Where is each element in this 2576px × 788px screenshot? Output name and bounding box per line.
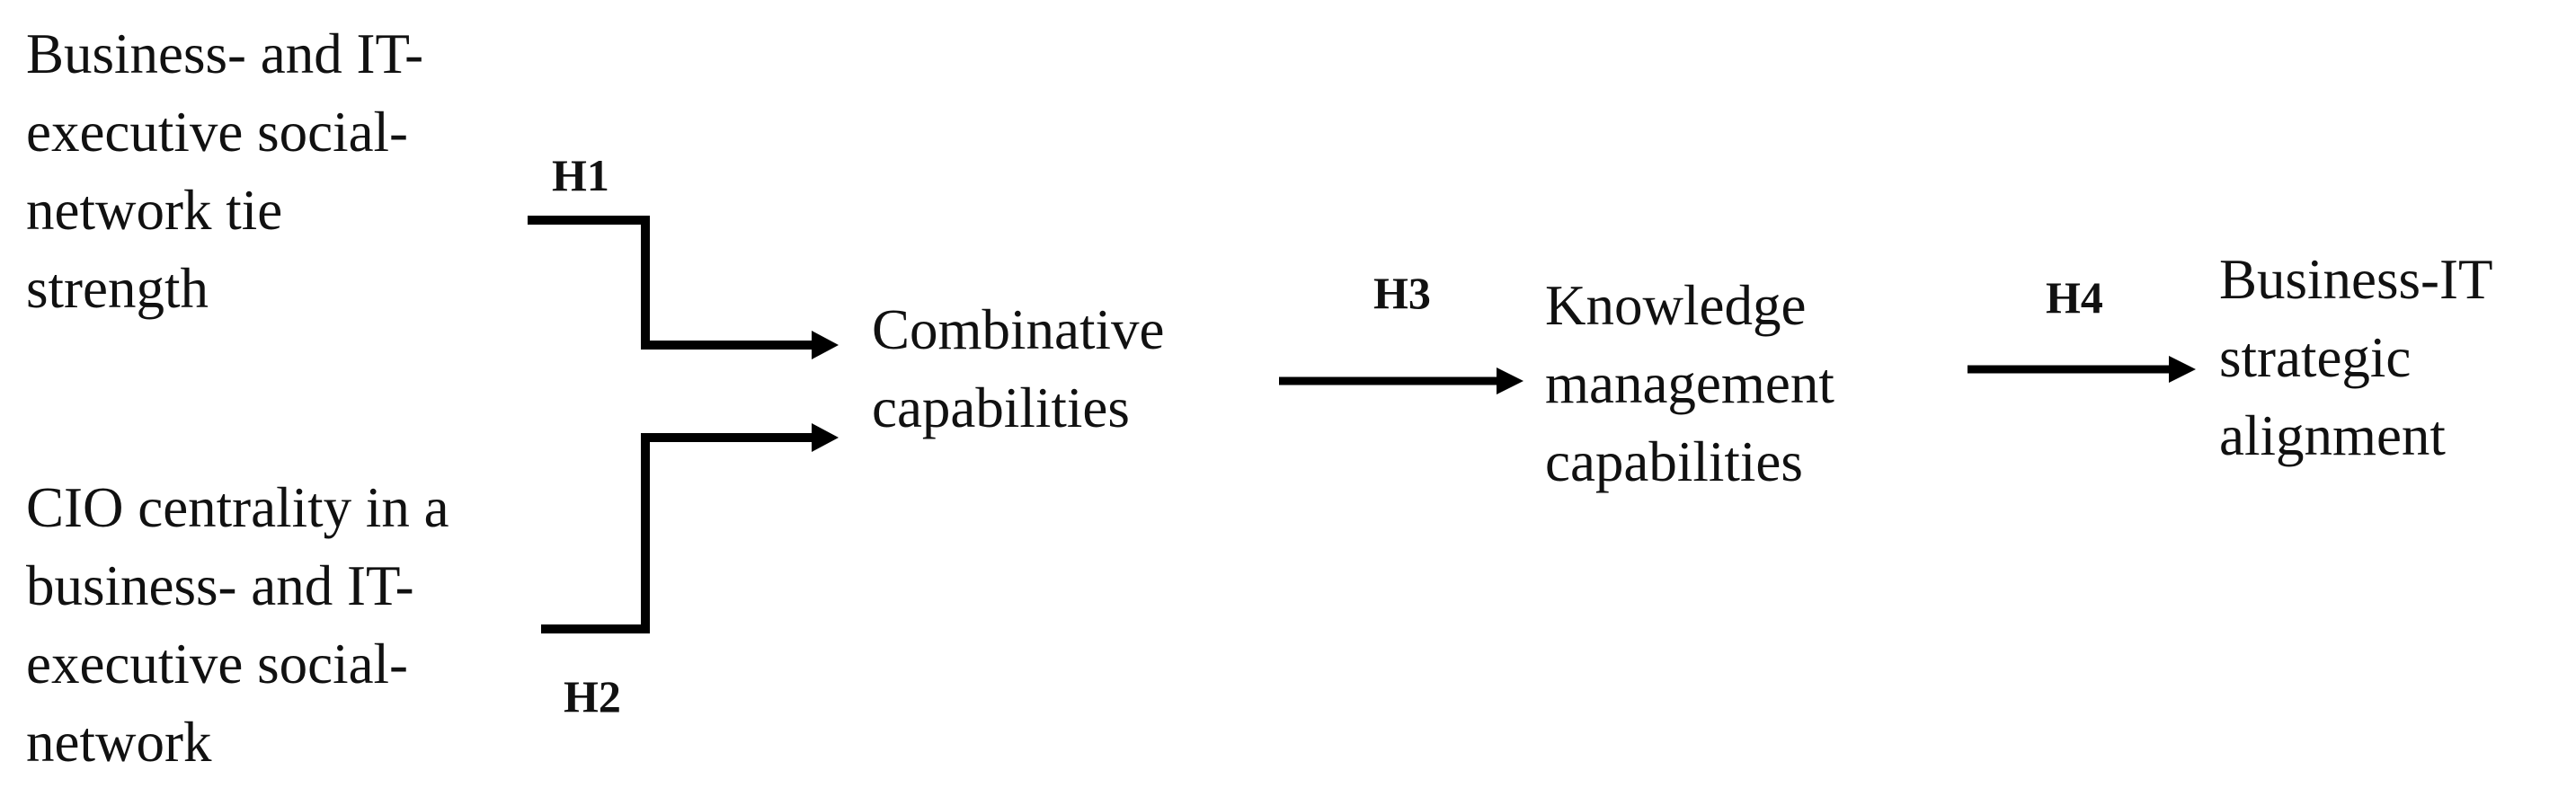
- node-text-line: strength: [26, 257, 209, 320]
- node-text-line: capabilities: [872, 376, 1130, 439]
- arrowhead-icon: [812, 331, 839, 359]
- node-text-line: executive social-: [26, 633, 409, 695]
- arrow-h3: [1279, 367, 1523, 394]
- arrow-h2: [541, 423, 839, 633]
- node-text-line: management: [1545, 352, 1834, 415]
- node-combinative-capabilities: Combinative capabilities: [872, 291, 1164, 447]
- hypothesis-label-h1: H1: [552, 150, 609, 200]
- node-knowledge-management-capabilities: Knowledge management capabilities: [1545, 267, 1834, 501]
- arrowhead-icon: [812, 423, 839, 452]
- arrowhead-icon: [1497, 367, 1523, 394]
- hypothesis-label-h4: H4: [2046, 272, 2103, 323]
- node-text-line: business- and IT-: [26, 554, 414, 617]
- node-tie-strength: Business- and IT- executive social- netw…: [26, 15, 423, 328]
- arrow-h4: [1968, 356, 2196, 383]
- node-cio-centrality: CIO centrality in a business- and IT- ex…: [26, 469, 449, 782]
- node-business-it-strategic-alignment: Business-IT strategic alignment: [2219, 241, 2492, 475]
- node-text-line: capabilities: [1545, 430, 1803, 493]
- hypothesis-label-h3: H3: [1373, 268, 1431, 318]
- node-text-line: network tie: [26, 179, 283, 242]
- arrow-h1: [528, 216, 839, 359]
- node-text-line: Business- and IT-: [26, 22, 424, 85]
- hypothesis-label-h2: H2: [564, 671, 621, 722]
- node-text-line: alignment: [2219, 404, 2446, 467]
- node-text-line: network: [26, 711, 212, 774]
- arrowhead-icon: [2169, 356, 2196, 383]
- node-text-line: CIO centrality in a: [26, 476, 449, 539]
- node-text-line: strategic: [2219, 326, 2412, 389]
- node-text-line: Combinative: [872, 298, 1165, 361]
- node-text-line: Business-IT: [2219, 248, 2493, 311]
- node-text-line: Knowledge: [1545, 274, 1807, 337]
- node-text-line: executive social-: [26, 101, 409, 164]
